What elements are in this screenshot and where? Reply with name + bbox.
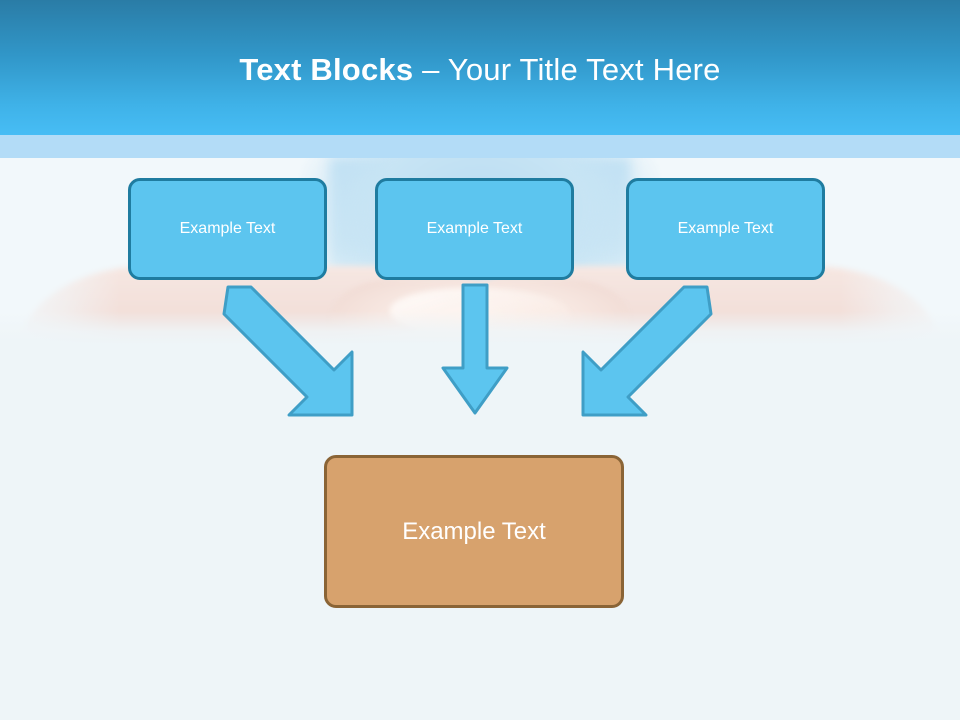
page-title-separator: – (413, 52, 448, 87)
text-block-1-label: Example Text (179, 220, 276, 237)
summary-block[interactable]: Example Text (324, 455, 624, 608)
page-title: Text Blocks – Your Title Text Here (0, 52, 960, 88)
text-block-2[interactable]: Example Text (375, 178, 574, 280)
page-title-bold: Text Blocks (239, 52, 414, 87)
arrow-down-left-icon (581, 285, 713, 417)
page-title-light: Your Title Text Here (447, 52, 721, 87)
text-block-3-label: Example Text (677, 220, 774, 237)
header-band (0, 0, 960, 135)
text-block-3[interactable]: Example Text (626, 178, 825, 280)
text-block-1[interactable]: Example Text (128, 178, 327, 280)
text-block-2-label: Example Text (426, 220, 523, 237)
arrow-down-icon (441, 283, 509, 415)
subheader-band (0, 135, 960, 158)
summary-block-label: Example Text (402, 517, 546, 545)
arrow-down-right-icon (222, 285, 354, 417)
